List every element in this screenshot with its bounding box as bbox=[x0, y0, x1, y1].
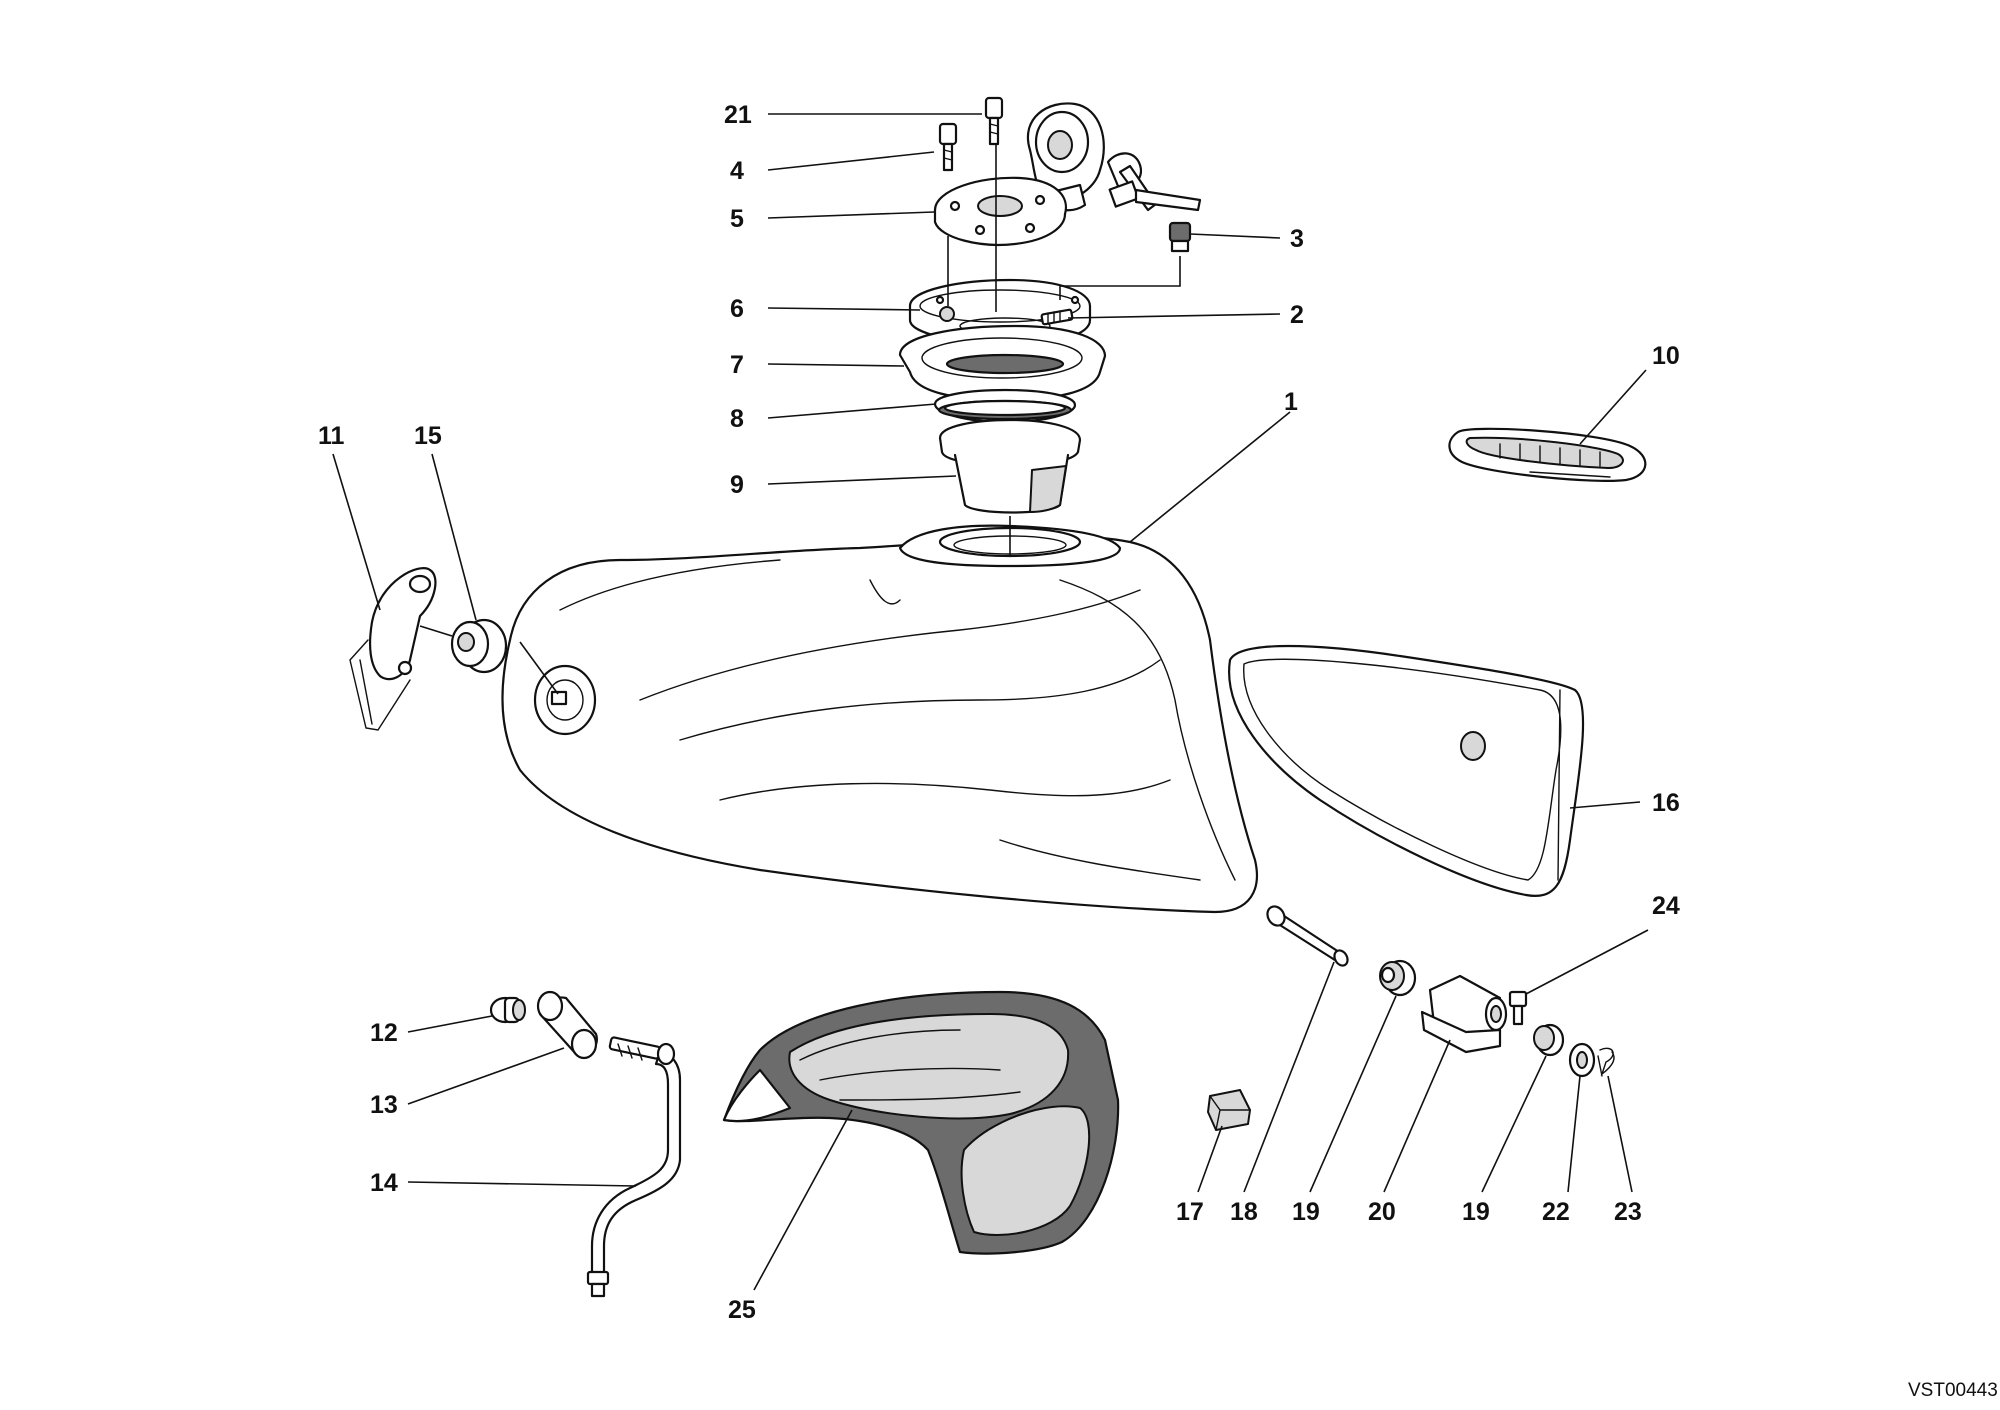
callout-25: 25 bbox=[728, 1296, 756, 1324]
leader-lines bbox=[332, 113, 1649, 1291]
callout-18: 18 bbox=[1230, 1198, 1258, 1226]
grommet-15 bbox=[450, 618, 508, 674]
callout-9: 9 bbox=[730, 471, 744, 499]
clip-23 bbox=[1597, 1047, 1615, 1077]
callout-6: 6 bbox=[730, 295, 744, 323]
callout-1: 1 bbox=[1284, 388, 1298, 416]
bracket-11 bbox=[349, 567, 437, 731]
callout-17: 17 bbox=[1176, 1198, 1204, 1226]
seal-8 bbox=[933, 388, 1077, 424]
block-17 bbox=[1207, 1089, 1251, 1131]
callout-14: 14 bbox=[370, 1169, 398, 1197]
callout-11: 11 bbox=[318, 422, 345, 450]
flange-7 bbox=[898, 324, 1107, 402]
side-panel-16 bbox=[1228, 644, 1585, 897]
cap-bolt-21 bbox=[984, 96, 1004, 146]
cap-bolt-4 bbox=[938, 122, 958, 172]
callout-24: 24 bbox=[1652, 892, 1680, 920]
plug-3 bbox=[1168, 221, 1192, 253]
callout-19-right: 19 bbox=[1462, 1198, 1490, 1226]
callout-12: 12 bbox=[370, 1019, 398, 1047]
callout-21: 21 bbox=[724, 101, 752, 129]
fuel-tank bbox=[501, 524, 1258, 914]
callout-19-left: 19 bbox=[1292, 1198, 1320, 1226]
cap-12 bbox=[489, 996, 526, 1024]
callout-16: 16 bbox=[1652, 789, 1680, 817]
bolt-24 bbox=[1508, 990, 1528, 1026]
callout-22: 22 bbox=[1542, 1198, 1570, 1226]
breather-pipe-14 bbox=[586, 1036, 682, 1298]
washer-22 bbox=[1568, 1042, 1596, 1078]
callout-labels: 21 4 5 3 6 2 7 8 9 1 10 11 15 16 12 13 1… bbox=[318, 101, 1680, 1324]
callout-13: 13 bbox=[370, 1091, 398, 1119]
emblem-badge bbox=[1448, 427, 1647, 482]
bush-19b bbox=[1533, 1023, 1565, 1057]
callout-23: 23 bbox=[1614, 1198, 1642, 1226]
bracket-20 bbox=[1420, 974, 1508, 1054]
cap-plate-5 bbox=[933, 176, 1068, 246]
callout-5: 5 bbox=[730, 205, 744, 233]
bush-19a bbox=[1379, 959, 1417, 997]
rod-18 bbox=[1266, 905, 1349, 967]
callout-8: 8 bbox=[730, 405, 744, 433]
filter-9 bbox=[938, 418, 1082, 514]
callout-2: 2 bbox=[1290, 301, 1304, 329]
callout-15: 15 bbox=[414, 422, 442, 450]
callout-4: 4 bbox=[730, 157, 744, 185]
grommet-axis bbox=[419, 625, 453, 637]
callout-10: 10 bbox=[1652, 342, 1680, 370]
assembly-axes bbox=[519, 144, 1181, 695]
keys bbox=[1106, 152, 1202, 212]
pin-2 bbox=[1040, 308, 1074, 326]
drawing-reference-code: VST00443 bbox=[1908, 1380, 1998, 1401]
callout-7: 7 bbox=[730, 351, 744, 379]
spacer-13 bbox=[536, 990, 598, 1060]
tank-mat-25 bbox=[722, 990, 1120, 1255]
callout-20: 20 bbox=[1368, 1198, 1396, 1226]
callout-3: 3 bbox=[1290, 225, 1304, 253]
